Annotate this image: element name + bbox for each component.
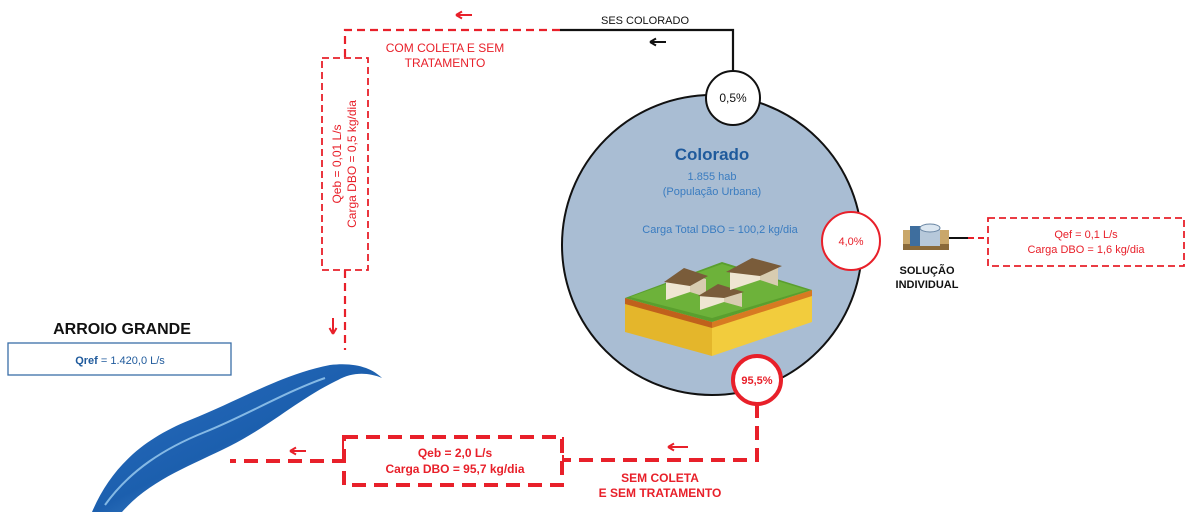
river-qref-value: = 1.420,0 L/s xyxy=(98,355,165,367)
individual-label-line2: INDIVIDUAL xyxy=(896,279,959,291)
bottom-flow-text: Qeb = 2,0 L/s xyxy=(418,446,493,460)
city-population: 1.855 hab xyxy=(688,171,737,183)
ses-red-dashed-line xyxy=(343,28,560,58)
individual-percent-circle xyxy=(821,211,881,271)
top-load-box xyxy=(321,57,369,271)
top-percent-circle xyxy=(705,70,761,126)
bottom-percent-text: 95,5% xyxy=(741,375,772,387)
top-flow-text: Qeb = 0,01 L/s xyxy=(330,124,344,203)
top-load-text: Carga DBO = 0,5 kg/dia xyxy=(345,100,359,228)
top-label-line1: COM COLETA E SEM xyxy=(386,41,504,55)
ses-system-label: SES COLORADO xyxy=(601,15,689,27)
city-total-load: Carga Total DBO = 100,2 kg/dia xyxy=(642,224,798,236)
bottom-load-box xyxy=(342,435,564,487)
bottom-label-line2: E SEM TRATAMENTO xyxy=(599,486,722,500)
ses-black-line xyxy=(560,28,735,72)
individual-flow-text: Qef = 0,1 L/s xyxy=(1054,229,1118,241)
top-label-line2: TRATAMENTO xyxy=(405,56,486,70)
individual-load-box xyxy=(987,217,1185,267)
top-percent-text: 0,5% xyxy=(719,91,747,105)
individual-load-text: Carga DBO = 1,6 kg/dia xyxy=(1027,244,1145,256)
bottom-load-text: Carga DBO = 95,7 kg/dia xyxy=(385,462,524,476)
individual-percent-text: 4,0% xyxy=(838,236,863,248)
houses-illustration xyxy=(664,258,782,310)
bottom-label-line1: SEM COLETA xyxy=(621,471,699,485)
city-population-note: (População Urbana) xyxy=(663,186,761,198)
river-qref-label: Qref xyxy=(75,355,98,367)
river-shape xyxy=(92,364,382,512)
river-qref-text: Qref = 1.420,0 L/s xyxy=(75,355,165,367)
arrow-left-black-icon xyxy=(649,37,666,47)
river-name: ARROIO GRANDE xyxy=(53,321,191,338)
individual-label-line1: SOLUÇÃO xyxy=(900,264,955,277)
river-qref-box xyxy=(7,342,232,376)
arrow-down-red-icon xyxy=(328,318,338,335)
septic-tank-icon xyxy=(903,223,949,250)
city-name: Colorado xyxy=(675,145,750,164)
arrow-left-red-river-icon xyxy=(289,446,306,456)
river-highlight xyxy=(104,377,326,506)
arrow-left-red-bottom-icon xyxy=(667,442,688,452)
arrow-left-red-icon xyxy=(455,10,472,20)
